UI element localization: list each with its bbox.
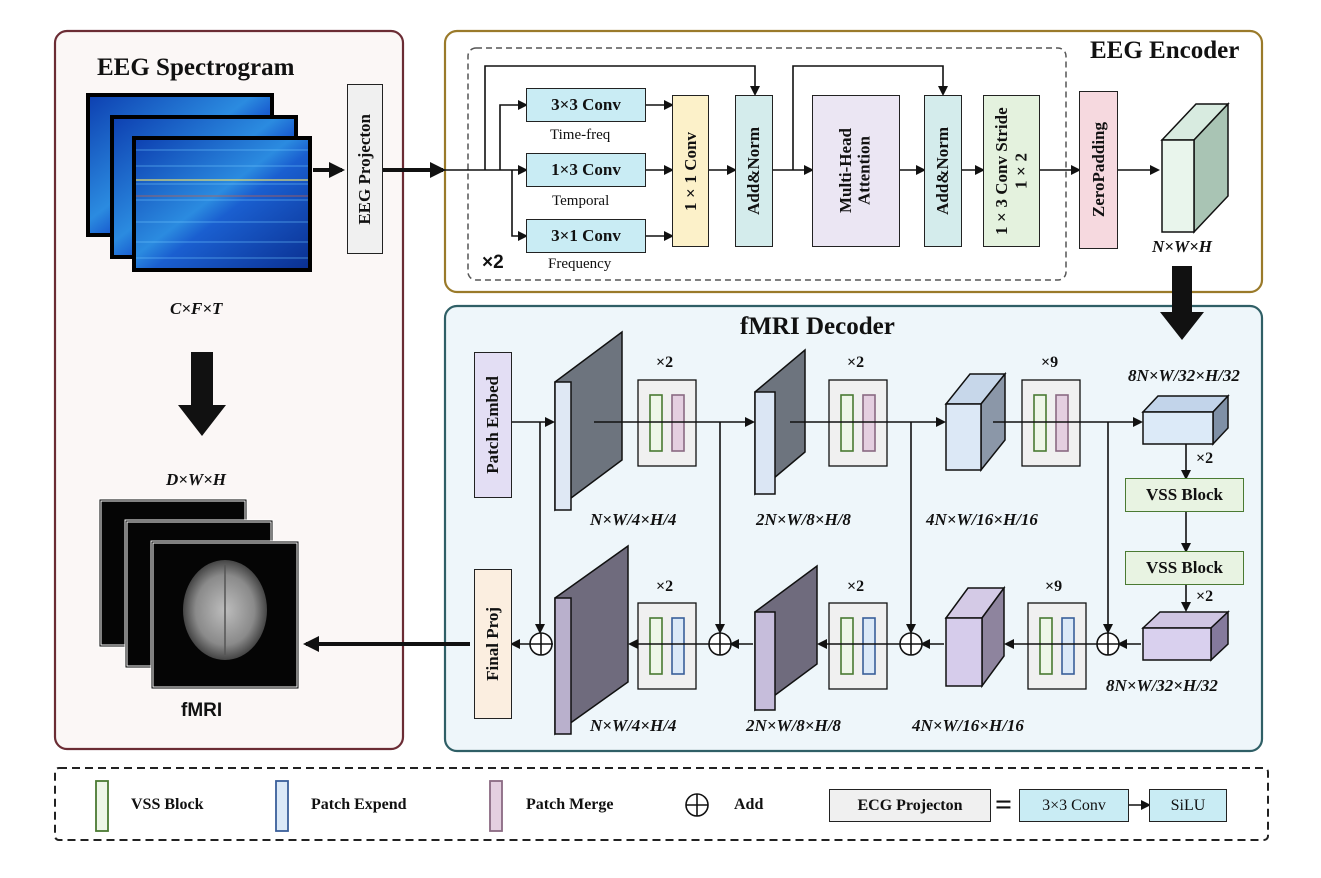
conv-3x1-block: 3×1 Conv <box>526 219 646 253</box>
legend-ecg-projection: ECG Projecton <box>829 789 991 822</box>
legend-equals: = <box>995 788 1013 821</box>
patch-embed-block: Patch Embed <box>474 352 512 498</box>
conv-1x1-block: 1×1 Conv <box>672 95 709 247</box>
legend-vss-label: VSS Block <box>131 796 204 813</box>
dim-bot-1: N×W/4×H/4 <box>590 716 677 735</box>
mult-dec-3: ×9 <box>1045 578 1063 595</box>
dec-mini-top2 <box>828 379 888 467</box>
dec-mini-bot3 <box>1027 602 1087 690</box>
mult-enc-1: ×2 <box>656 354 674 371</box>
spectrogram-stack <box>86 93 312 272</box>
conv-1x3-block: 1×3 Conv <box>526 153 646 187</box>
nwh-label: N×W×H <box>1152 237 1212 256</box>
legend-merge-label: Patch Merge <box>526 796 614 813</box>
encoder-output-cube <box>1160 102 1230 234</box>
dim-top-3: 4N×W/16×H/16 <box>926 510 1038 529</box>
mult-enc-3: ×9 <box>1041 354 1059 371</box>
legend-expand-swatch <box>275 780 289 832</box>
dec-slab-top2 <box>754 348 806 496</box>
legend-add-icon <box>685 793 709 817</box>
eeg-encoder-title: EEG Encoder <box>1090 37 1240 64</box>
eeg-projection-block: EEG Projecton <box>347 84 383 254</box>
dec-mini-top3 <box>1021 379 1081 467</box>
legend-vss-swatch <box>95 780 109 832</box>
dim-bot-4: 8N×W/32×H/32 <box>1106 676 1218 695</box>
final-proj-block: Final Proj <box>474 569 512 719</box>
time-freq-label: Time-freq <box>550 127 611 143</box>
repeat-x2-label: ×2 <box>482 252 504 273</box>
legend-panel <box>54 767 1269 841</box>
add-norm-block-2: Add&Norm <box>924 95 962 247</box>
conv-3x3-block: 3×3 Conv <box>526 88 646 122</box>
legend-silu: SiLU <box>1149 789 1227 822</box>
fmri-decoder-title: fMRI Decoder <box>740 313 895 340</box>
mult-vss-top: ×2 <box>1196 450 1214 467</box>
dec-slab-bot2 <box>754 564 818 712</box>
add-norm-block-1: Add&Norm <box>735 95 773 247</box>
mult-vss-bot: ×2 <box>1196 588 1214 605</box>
down-arrow-encoder <box>1160 266 1204 340</box>
mult-enc-2: ×2 <box>847 354 865 371</box>
cft-label: C×F×T <box>170 299 223 318</box>
frequency-label: Frequency <box>548 256 612 272</box>
fmri-image-stack <box>98 498 300 690</box>
vss-block-1: VSS Block <box>1125 478 1244 512</box>
dim-top-2: 2N×W/8×H/8 <box>756 510 851 529</box>
eeg-spectrogram-title: EEG Spectrogram <box>97 54 295 81</box>
legend-merge-swatch <box>489 780 503 832</box>
dim-bot-3: 4N×W/16×H/16 <box>912 716 1024 735</box>
dec-mini-bot2 <box>828 602 888 690</box>
zeropadding-block: ZeroPadding <box>1079 91 1118 249</box>
dec-cube-top4 <box>1141 394 1230 446</box>
mult-dec-1: ×2 <box>656 578 674 595</box>
temporal-label: Temporal <box>552 193 610 209</box>
dec-cube-top3 <box>944 371 1007 473</box>
mult-dec-2: ×2 <box>847 578 865 595</box>
conv-1x3-stride-block: 1×3 Conv Stride 1×2 <box>983 95 1040 247</box>
repeat-dashed-box <box>467 47 1067 281</box>
add-circles <box>529 632 1120 656</box>
multi-head-attention-block: Multi-Head Attention <box>812 95 900 247</box>
dwh-label: D×W×H <box>166 470 226 489</box>
legend-add-label: Add <box>734 796 764 813</box>
legend-conv33: 3×3 Conv <box>1019 789 1129 822</box>
dec-mini-bot1 <box>637 602 697 690</box>
dec-cube-bot4 <box>1141 610 1230 662</box>
down-arrow-left <box>178 352 226 436</box>
legend-expend-label: Patch Expend <box>311 796 407 813</box>
dec-cube-bot3 <box>944 585 1006 689</box>
fmri-label: fMRI <box>181 700 223 721</box>
dec-slab-bot1 <box>554 544 629 736</box>
dim-top-1: N×W/4×H/4 <box>590 510 677 529</box>
dim-bot-2: 2N×W/8×H/8 <box>746 716 841 735</box>
dim-top-4: 8N×W/32×H/32 <box>1128 366 1240 385</box>
vss-block-2: VSS Block <box>1125 551 1244 585</box>
dec-slab-top1 <box>554 330 623 512</box>
dec-mini-top1 <box>637 379 697 467</box>
